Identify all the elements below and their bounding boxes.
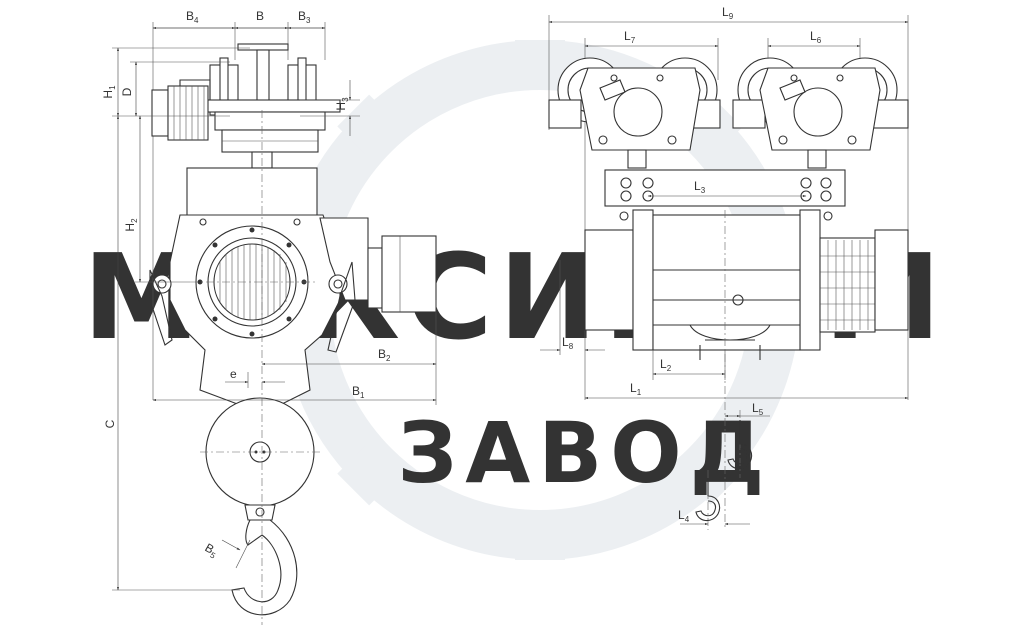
trolley-side bbox=[179, 57, 341, 169]
trolley-right bbox=[732, 57, 909, 169]
dim-b5: B5 bbox=[202, 540, 221, 560]
dim-h1: H1 bbox=[101, 85, 117, 99]
dim-b: B bbox=[256, 9, 264, 23]
dim-l7: L7 bbox=[624, 29, 636, 45]
dim-l5: L5 bbox=[752, 401, 764, 417]
right-view: L9 L7 L6 bbox=[540, 5, 909, 530]
dim-l1: L1 bbox=[630, 381, 642, 397]
crossbeam bbox=[604, 169, 846, 221]
dim-l8: L8 bbox=[562, 335, 574, 351]
dim-e: e bbox=[230, 367, 237, 381]
dim-l9: L9 bbox=[722, 5, 734, 21]
dim-d: D bbox=[120, 87, 134, 96]
dim-l2: L2 bbox=[660, 357, 672, 373]
dim-b4: B4 bbox=[186, 9, 199, 25]
watermark-subtitle: ЗАВОД bbox=[398, 404, 773, 502]
hook-positions: L5 L4 bbox=[678, 210, 770, 530]
dim-c: C bbox=[103, 419, 117, 428]
dim-l6: L6 bbox=[810, 29, 822, 45]
dim-h2: H2 bbox=[123, 218, 139, 232]
left-view: B4 B B3 H1 D H3 H2 C B2 e bbox=[101, 9, 437, 625]
dim-l4: L4 bbox=[678, 508, 690, 524]
travel-motor bbox=[151, 85, 209, 141]
trolley-left bbox=[548, 57, 721, 169]
dim-h3: H3 bbox=[334, 97, 350, 111]
dim-b3: B3 bbox=[298, 9, 311, 25]
hook-block bbox=[205, 397, 315, 616]
dim-b2: B2 bbox=[378, 347, 391, 363]
hoist-front bbox=[584, 209, 909, 360]
hoist-body bbox=[149, 167, 437, 406]
dim-l3: L3 bbox=[694, 179, 706, 195]
dim-b1: B1 bbox=[352, 384, 365, 400]
